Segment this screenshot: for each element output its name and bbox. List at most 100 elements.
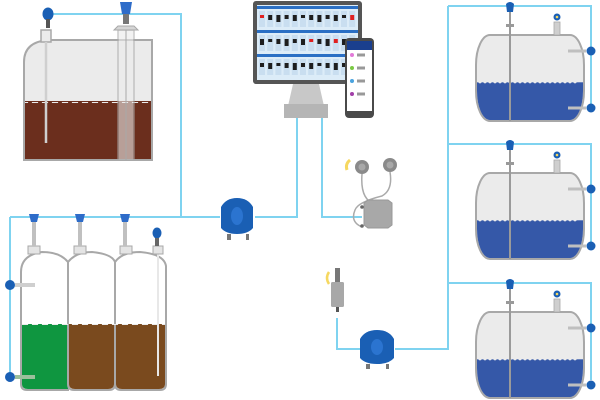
blue-liquid <box>477 220 583 258</box>
phone-list-dot <box>350 92 354 96</box>
monitor-row-header <box>257 54 358 57</box>
antenna-transmitter[interactable] <box>325 268 344 312</box>
monitor-rows <box>257 6 358 75</box>
pressure-sensor-icon[interactable] <box>553 290 561 313</box>
radar-sensor-icon[interactable] <box>506 2 514 12</box>
monitor-level-bar <box>325 39 330 46</box>
monitor-level-bar <box>342 39 346 45</box>
horizontal-tanks <box>475 2 596 399</box>
monitor-level-bar <box>350 15 355 20</box>
dome-tank[interactable] <box>23 25 154 161</box>
point-level-switch-icon[interactable] <box>5 280 35 290</box>
vertical-tank-brown-2[interactable] <box>114 246 167 391</box>
point-level-switch-icon[interactable] <box>568 103 596 113</box>
monitor-level-bar <box>301 39 305 45</box>
phone-list-item[interactable] <box>357 53 365 57</box>
monitor-level-bar <box>292 39 297 43</box>
phone-list-dot <box>350 53 354 57</box>
monitor-level-bar <box>284 39 289 46</box>
monitor-level-bar <box>276 63 281 66</box>
blue-liquid <box>477 359 583 397</box>
radar-sensor-icon[interactable] <box>75 214 85 246</box>
monitor-cell <box>341 11 347 27</box>
phone-list-dot <box>350 66 354 70</box>
monitor-level-bar <box>309 63 314 69</box>
monitor-level-bar <box>292 63 297 70</box>
monitor-cell <box>275 59 282 75</box>
monitor-level-bar <box>268 63 273 69</box>
point-level-switch-icon[interactable] <box>568 380 596 390</box>
monitor-level-bar <box>325 63 330 68</box>
monitor-cell <box>259 11 265 27</box>
pressure-sensor-icon[interactable] <box>553 151 561 174</box>
horizontal-tank-2[interactable] <box>475 140 596 260</box>
monitor-level-bar <box>317 39 322 44</box>
monitor-level-bar <box>260 15 264 18</box>
wireless-gateway-right[interactable] <box>360 330 394 369</box>
monitor-level-bar <box>284 63 289 68</box>
phone-list-item[interactable] <box>357 66 365 70</box>
monitor-level-bar <box>268 39 273 42</box>
horizontal-tank-1[interactable] <box>475 2 596 122</box>
phone-header <box>347 41 372 50</box>
monitor-level-bar <box>276 39 281 44</box>
monitor-level-bar <box>284 15 289 19</box>
wireless-gateway-left[interactable] <box>221 198 253 240</box>
horizontal-tank-3[interactable] <box>475 279 596 399</box>
radar-sensor-icon[interactable] <box>506 140 514 150</box>
cable-gateway-to-monitor <box>255 118 298 218</box>
monitor-level-bar <box>276 15 281 22</box>
point-level-switch-icon[interactable] <box>568 184 596 194</box>
monitor-level-bar <box>325 15 330 19</box>
monitor-row-header <box>257 30 358 33</box>
radar-sensor-icon[interactable] <box>120 214 130 246</box>
monitor-level-bar <box>301 63 305 67</box>
cable-dome-tank <box>48 13 182 217</box>
cable-monitor-to-hub <box>321 118 362 218</box>
phone-list <box>350 53 365 96</box>
monitor-cell <box>316 59 323 75</box>
monitor-cell <box>308 35 315 51</box>
monitor-level-bar <box>333 63 338 70</box>
monitor-level-bar <box>309 39 314 42</box>
monitor-cell <box>267 35 274 51</box>
green-liquid <box>22 324 68 389</box>
point-level-switch-icon[interactable] <box>568 323 596 333</box>
radar-sensor-icon[interactable] <box>29 214 39 246</box>
vertical-tank-brown-1[interactable] <box>67 250 116 391</box>
level-sensor-icon[interactable] <box>152 227 162 247</box>
monitor-level-bar <box>260 39 264 45</box>
brown-liquid <box>116 324 165 389</box>
cable-antenna-to-gateway <box>336 318 360 350</box>
monitor-row-header <box>257 6 358 9</box>
mobile-phone[interactable] <box>345 38 374 118</box>
monitor-level-bar <box>333 39 338 43</box>
phone-list-item[interactable] <box>357 92 365 96</box>
monitor-level-bar <box>309 15 314 20</box>
monitor-level-bar <box>268 15 273 20</box>
monitor-stand <box>288 84 324 106</box>
vertical-tank-green[interactable] <box>20 250 69 391</box>
level-sensor-icon[interactable] <box>42 7 54 29</box>
phone-list-item[interactable] <box>357 79 365 83</box>
cable-gateway-to-right-bus <box>395 6 449 350</box>
cable-htank1 <box>448 5 592 104</box>
radar-sensor-icon[interactable] <box>506 279 514 289</box>
monitor-level-bar <box>260 63 264 67</box>
monitor-level-bar <box>317 15 322 22</box>
radar-sensor-icon[interactable] <box>120 2 132 24</box>
monitor-level-bar <box>333 15 338 21</box>
monitor-level-bar <box>301 15 305 18</box>
wireless-sensor-hub[interactable] <box>344 158 397 229</box>
point-level-switch-icon[interactable] <box>568 46 596 56</box>
monitor-level-bar <box>317 63 322 66</box>
monitor-level-bar <box>342 63 346 67</box>
network-cables <box>9 5 592 380</box>
monitor-dashboard[interactable] <box>253 1 362 118</box>
point-level-switch-icon[interactable] <box>5 372 35 382</box>
pressure-sensor-icon[interactable] <box>553 13 561 36</box>
point-level-switch-icon[interactable] <box>568 241 596 251</box>
monitor-level-bar <box>292 15 297 21</box>
